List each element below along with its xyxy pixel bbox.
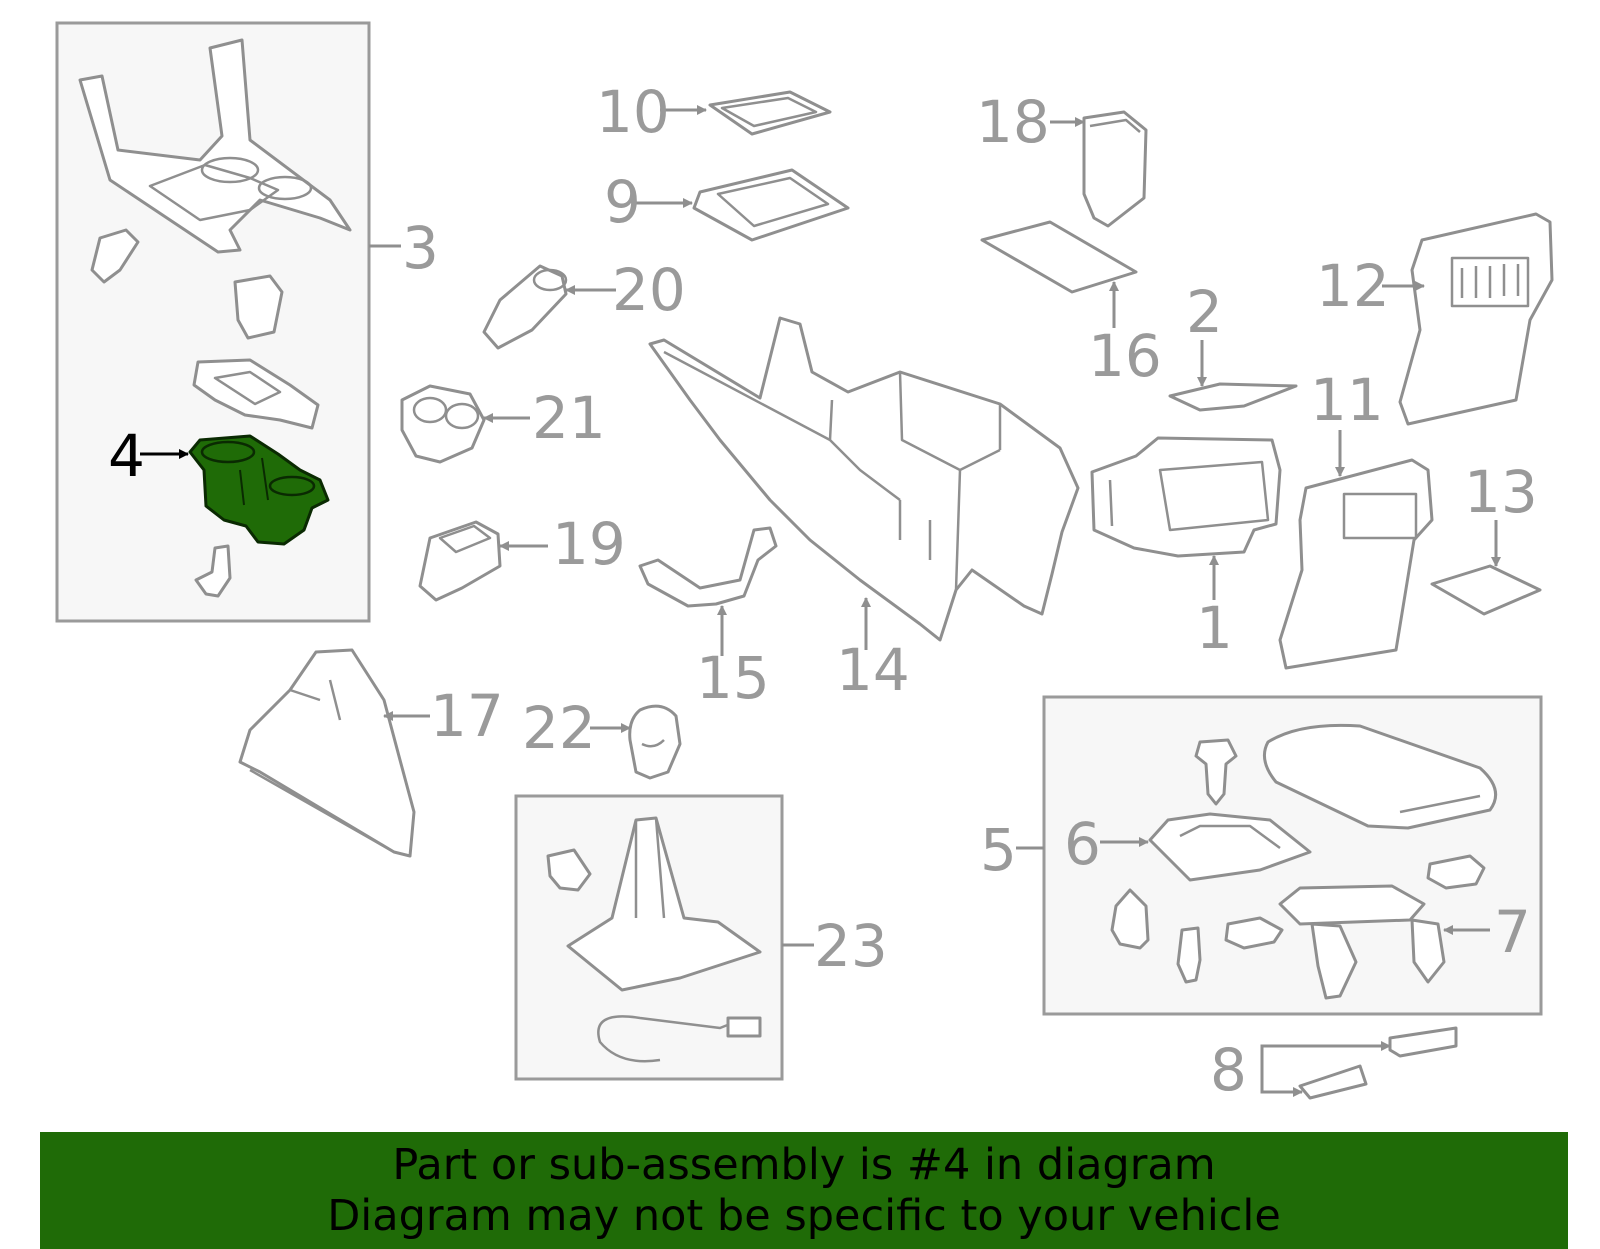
part-5-screw-top [1194,738,1238,806]
part-5-clip-a [1110,888,1150,950]
part-5-clip-c [1224,916,1284,950]
part-12-rear-panel [1398,212,1554,426]
callout-18: 18 [976,88,1050,156]
part-11-rear-panel [1278,458,1434,670]
part-3-clip-a [90,228,140,284]
part-22-shift-knob [628,704,682,780]
callout-14: 14 [836,636,910,704]
callout-8: 8 [1210,1036,1247,1104]
callout-19: 19 [552,510,626,578]
callout-4: 4 [108,422,145,490]
callout-6: 6 [1064,810,1101,878]
callout-3: 3 [402,214,439,282]
callout-5: 5 [980,816,1017,884]
part-3-console-panel [78,38,352,254]
part-6-hinge-bracket [1148,812,1312,882]
callout-9: 9 [604,168,641,236]
part-17-side-panel [238,648,416,858]
callout-10: 10 [596,78,670,146]
part-21-dual-socket [400,384,486,464]
part-15-bracket [638,526,778,608]
callout-11: 11 [1310,366,1384,434]
part-2-mat [1168,382,1298,412]
part-9-tray [692,168,850,242]
part-20-socket [482,264,568,350]
callout-20: 20 [612,256,686,324]
part-14-console-body [648,316,1080,642]
part-23-wire-harness [597,1015,762,1063]
callout-7: 7 [1494,898,1531,966]
part-23-clip [546,848,592,892]
part-5-clip-d [1426,854,1486,890]
part-8-clips [1298,1026,1458,1100]
part-3-screw [194,544,232,598]
info-banner: Part or sub-assembly is #4 in diagram Di… [40,1132,1568,1249]
part-18-switch [1082,110,1148,228]
part-4-cup-holder [188,434,330,546]
banner-line-1: Part or sub-assembly is #4 in diagram [392,1139,1216,1190]
callout-1: 1 [1196,594,1233,662]
part-3-clip-b [233,274,284,340]
part-7-latch-assembly [1278,884,1446,1000]
callout-21: 21 [532,384,606,452]
callout-2: 2 [1186,278,1223,346]
part-5-clip-b [1176,926,1202,984]
callout-13: 13 [1464,458,1538,526]
callout-23: 23 [814,912,888,980]
part-10-tray-mat [708,90,832,136]
callout-15: 15 [696,644,770,712]
banner-line-2: Diagram may not be specific to your vehi… [327,1190,1281,1241]
callout-16: 16 [1088,322,1162,390]
callout-17: 17 [430,682,504,750]
callout-12: 12 [1316,252,1390,320]
part-3-holder-insert [192,358,320,430]
part-19-switch [418,520,502,602]
callout-22: 22 [522,694,596,762]
part-23-shift-boot [566,816,762,992]
part-1-storage-box [1090,436,1282,558]
part-16-mat [980,220,1138,294]
part-5-armrest-lid [1262,723,1498,830]
part-13-pad [1430,564,1542,616]
